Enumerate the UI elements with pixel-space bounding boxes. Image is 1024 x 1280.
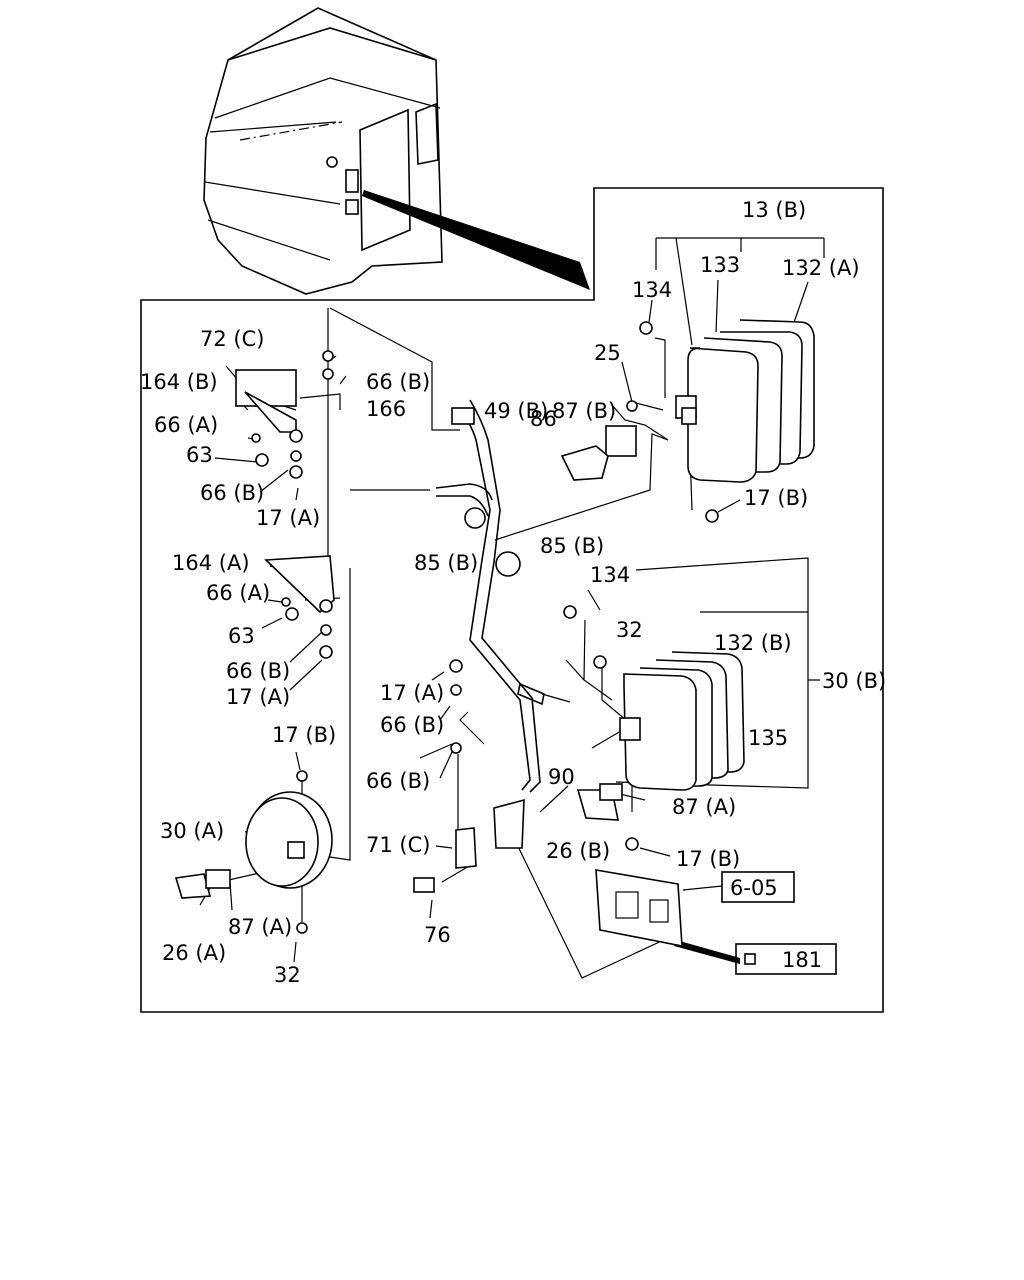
label-66a-1: 66 (A) xyxy=(154,413,218,437)
part-labels: 13 (B) 133 132 (A) 134 25 49 (B) 87 (B) … xyxy=(140,198,886,987)
label-17a-3: 17 (A) xyxy=(380,681,444,705)
label-17a-2: 17 (A) xyxy=(226,685,290,709)
label-6-05: 6-05 xyxy=(730,876,778,900)
label-85b-1: 85 (B) xyxy=(414,551,478,575)
label-66b-4: 66 (B) xyxy=(380,713,444,737)
ref-box-181 xyxy=(735,943,837,975)
label-134-lower: 134 xyxy=(590,563,630,587)
label-17b-mid: 17 (B) xyxy=(272,723,336,747)
label-30b: 30 (B) xyxy=(822,669,886,693)
truck-cab-illustration xyxy=(203,7,590,295)
ref-box-6-05 xyxy=(721,871,795,903)
label-49b: 49 (B) xyxy=(484,399,548,423)
label-32-upper: 32 xyxy=(616,618,643,642)
label-85b-2: 85 (B) xyxy=(540,534,604,558)
label-63-2: 63 xyxy=(228,624,255,648)
label-66b-1: 66 (B) xyxy=(366,370,430,394)
label-132a: 132 (A) xyxy=(782,256,860,280)
label-66b-3: 66 (B) xyxy=(226,659,290,683)
label-26b: 26 (B) xyxy=(546,839,610,863)
label-87b: 87 (B) xyxy=(552,399,616,423)
label-164a: 164 (A) xyxy=(172,551,250,575)
mirror-132a xyxy=(675,319,815,483)
label-90: 90 xyxy=(548,765,575,789)
label-87a-right: 87 (A) xyxy=(672,795,736,819)
label-25: 25 xyxy=(594,341,621,365)
label-164b: 164 (B) xyxy=(140,370,218,394)
label-63-1: 63 xyxy=(186,443,213,467)
label-71c: 71 (C) xyxy=(366,833,430,857)
label-26a: 26 (A) xyxy=(162,941,226,965)
label-66a-2: 66 (A) xyxy=(206,581,270,605)
label-13b: 13 (B) xyxy=(742,198,806,222)
label-87a-left: 87 (A) xyxy=(228,915,292,939)
stay-pipe-49b xyxy=(435,399,545,793)
label-76: 76 xyxy=(424,923,451,947)
mirror-132b xyxy=(619,651,745,791)
label-30a: 30 (A) xyxy=(160,819,224,843)
leader-lines xyxy=(199,237,825,979)
small-parts xyxy=(174,321,756,965)
label-17b-upper: 17 (B) xyxy=(744,486,808,510)
label-17a-1: 17 (A) xyxy=(256,506,320,530)
label-17b-lower: 17 (B) xyxy=(676,847,740,871)
label-132b: 132 (B) xyxy=(714,631,792,655)
diagram-frame xyxy=(140,187,884,1013)
label-86: 86 xyxy=(530,407,557,431)
label-66b-5: 66 (B) xyxy=(366,769,430,793)
label-72c: 72 (C) xyxy=(200,327,264,351)
label-134-upper: 134 xyxy=(632,278,672,302)
label-181: 181 xyxy=(782,948,822,972)
label-166: 166 xyxy=(366,397,406,421)
label-32-lower: 32 xyxy=(274,963,301,987)
label-135: 135 xyxy=(748,726,788,750)
label-133: 133 xyxy=(700,253,740,277)
label-66b-2: 66 (B) xyxy=(200,481,264,505)
mirror-30a xyxy=(245,791,333,889)
